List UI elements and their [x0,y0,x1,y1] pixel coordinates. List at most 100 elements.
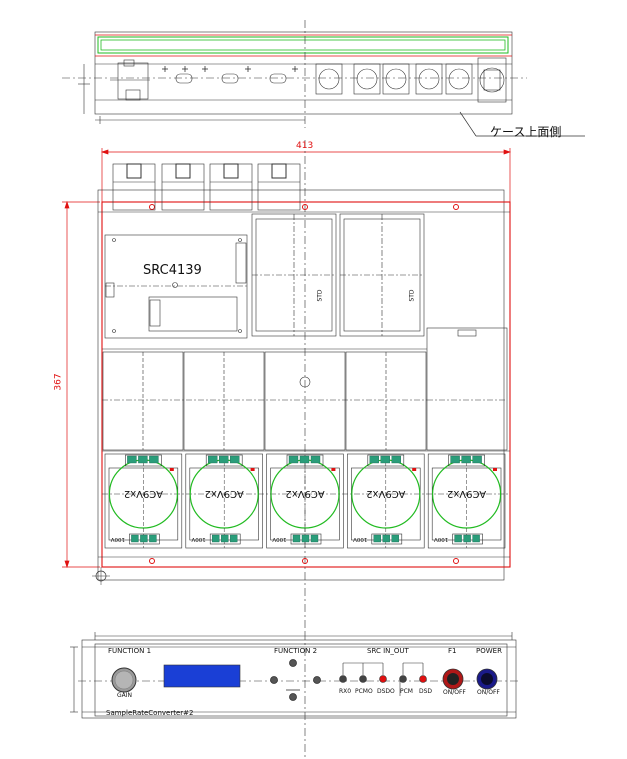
terminal-pin [472,455,482,464]
terminal-pin [391,455,401,464]
terminal-pin [218,455,229,464]
transformer-unit: AC9Vx2 100V [104,453,183,549]
terminal-pin [454,534,462,543]
terminal-block [290,533,322,545]
terminal-pin [211,534,220,543]
jack-dsdo[interactable] [379,675,387,683]
terminal-pin [140,534,148,543]
power-switch[interactable] [476,668,498,690]
std-module-label-1: STD [316,289,324,302]
std-modules [251,213,425,337]
terminal-pin [310,534,319,543]
terminal-pin [149,534,157,543]
terminal-pin [229,455,240,464]
terminal-pin [220,534,229,543]
voltage-label: 100V [353,536,367,542]
terminal-block [209,533,241,545]
jack-dsd[interactable] [419,675,427,683]
module-row [102,348,427,451]
jack-label-rx0: RX0 [339,688,352,695]
transformer-label: AC9Vx2 [285,488,324,499]
terminal-pin [382,534,390,543]
transformers: AC9Vx2 100V AC9Vx2 100V AC9Vx2 100V AC9Vx2 100V… [104,453,506,549]
transformer-label: AC9Vx2 [366,488,405,499]
transformer-row [102,450,510,495]
voltage-label: 100V [434,536,448,542]
terminal-pin [310,455,321,464]
terminal-pin [149,455,159,464]
terminal-block [286,454,324,467]
gain-label: GAIN [117,692,133,699]
terminal-block [129,533,160,545]
terminal-block [448,454,485,467]
main-board-label: SRC4139 [143,263,202,278]
width-dimension-line [100,148,512,206]
jack-label-pcmo: PCMO [355,688,373,695]
terminal-pin [373,534,381,543]
jack-rx0[interactable] [339,675,347,683]
marker [493,468,497,471]
terminal-block [452,533,483,545]
terminal-pin [301,534,310,543]
terminal-pin [127,455,137,464]
terminal-pin [369,455,379,464]
terminal-block [125,454,162,467]
marker [169,468,174,471]
f1-label: F1 [448,647,457,655]
src-in-out-label: SRC IN_OUT [367,647,409,655]
transformer-unit: AC9Vx2 100V [185,453,263,549]
voltage-label: 100V [191,536,205,542]
power-sub-label: ON/OFF [477,689,500,696]
terminal-pin [229,534,238,543]
function1-label: FUNCTION 1 [108,647,152,655]
jack-pcmo[interactable] [359,675,367,683]
terminal-pin [299,455,310,464]
jack-pcm[interactable] [399,675,407,683]
terminal-pin [131,534,139,543]
gain-knob[interactable] [111,667,137,693]
height-dimension-label: 367 [53,373,64,391]
voltage-label: 100V [272,536,286,542]
terminal-pin [463,534,471,543]
display-window [163,664,241,688]
jack-marks [339,675,427,683]
terminal-pin [207,455,218,464]
terminal-pin [450,455,460,464]
terminal-pin [288,455,299,464]
marker [331,468,336,471]
function2-switches[interactable] [270,659,321,701]
rear-connectors [112,163,301,211]
f1-fuse-holder[interactable] [442,668,464,690]
terminal-block [205,454,243,467]
terminal-pin [461,455,471,464]
terminal-pin [380,455,390,464]
f1-sub-label: ON/OFF [443,689,466,696]
transformer-label: AC9Vx2 [447,488,486,499]
terminal-pin [292,534,301,543]
case-top-label: ケース上面側 [490,125,562,139]
case-top-leader [459,111,585,137]
jack-label-dsdo: DSDO [377,688,395,695]
front-panel [70,632,520,759]
power-label: POWER [476,647,502,655]
terminal-pin [391,534,399,543]
terminal-pin [138,455,148,464]
transformer-label: AC9Vx2 [205,488,244,499]
std-module-label-2: STD [408,289,416,302]
marker [412,468,417,471]
voltage-label: 100V [111,536,125,542]
terminal-block [367,454,405,467]
right-module [426,327,508,451]
jack-label-dsd: DSD [419,688,433,695]
case-top-view [62,20,527,128]
function2-label: FUNCTION 2 [274,647,318,655]
transformer-unit: AC9Vx2 100V [347,453,425,549]
width-dimension-label: 413 [296,141,314,151]
terminal-block [371,533,403,545]
transformer-unit: AC9Vx2 100V [266,453,344,549]
transformer-label: AC9Vx2 [124,488,163,499]
transformer-unit: AC9Vx2 100V [427,453,506,549]
src-main-board [104,234,248,339]
jack-label-pcm: PCM [400,688,413,695]
